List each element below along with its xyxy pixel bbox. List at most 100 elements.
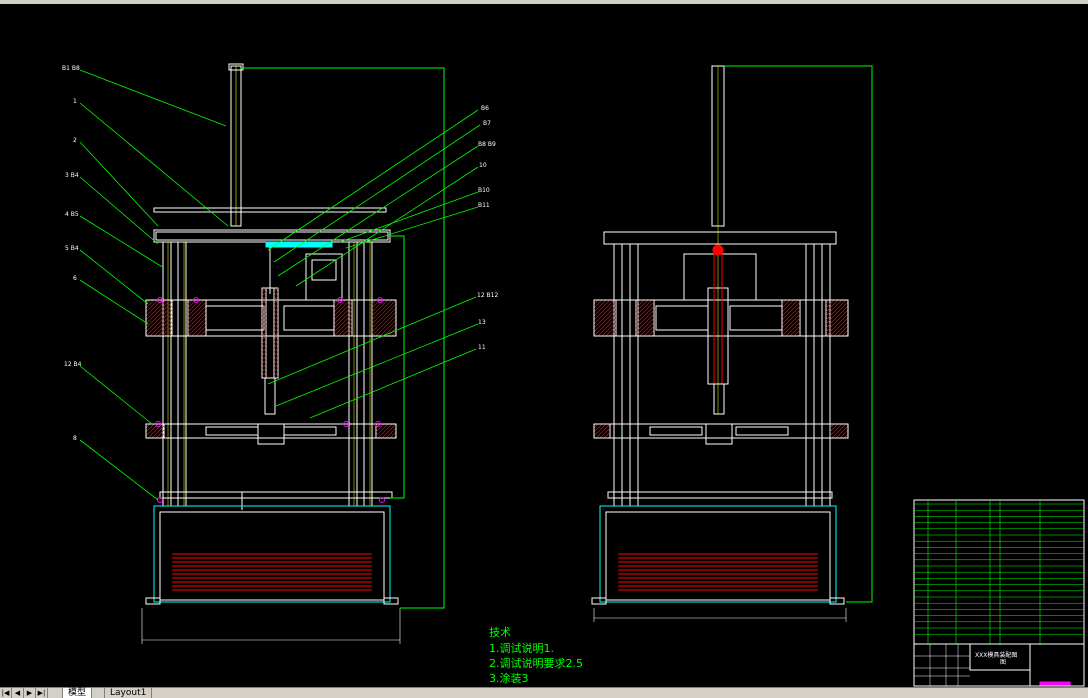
hatch-line xyxy=(825,299,847,321)
hatch-line xyxy=(187,313,207,333)
front-view xyxy=(79,63,481,644)
hatch-line xyxy=(165,329,173,337)
hatch-line xyxy=(273,359,279,365)
base-frame xyxy=(599,505,837,603)
hatch-line xyxy=(371,303,397,329)
guide-column xyxy=(613,243,623,507)
hatch-line xyxy=(273,335,279,341)
hatch-line xyxy=(157,321,173,337)
hatch-line xyxy=(599,427,611,439)
next-tab-button[interactable]: ▶ xyxy=(24,688,36,698)
bolt-marker xyxy=(377,297,383,303)
hatch-line xyxy=(261,315,267,321)
hatch-line xyxy=(261,303,267,309)
leader-line xyxy=(345,206,479,249)
hatch-line xyxy=(371,299,389,317)
hatch-line xyxy=(793,329,801,337)
callout-label: B1 B8 xyxy=(62,65,80,72)
hatch-line xyxy=(379,319,397,337)
drawing-title: XXX模具装配图 xyxy=(975,651,1017,659)
hydraulic-line xyxy=(265,241,333,248)
hatch-line xyxy=(597,317,617,337)
leader-line xyxy=(79,141,159,227)
bolt-marker xyxy=(157,297,163,303)
hatch-line xyxy=(785,321,801,337)
hatch-line xyxy=(273,331,279,337)
hatch-line xyxy=(603,431,611,439)
hatched-section xyxy=(593,299,617,337)
hatch-line xyxy=(275,375,279,379)
hatch-line xyxy=(263,375,267,379)
hatch-line xyxy=(389,431,397,439)
hatched-section xyxy=(145,299,173,337)
first-tab-button[interactable]: |◀ xyxy=(0,688,12,698)
hatch-line xyxy=(371,299,377,305)
motor xyxy=(305,253,343,301)
hatch-line xyxy=(371,307,397,333)
last-tab-button[interactable]: ▶| xyxy=(36,688,48,698)
hatch-line xyxy=(145,423,155,433)
tab-layout1[interactable]: Layout1 xyxy=(104,688,153,698)
hatch-line xyxy=(635,299,641,305)
title-block xyxy=(913,499,1085,687)
layout-tab-bar: |◀ ◀ ▶ ▶| 模型 Layout1 xyxy=(0,687,1088,698)
hatch-line xyxy=(187,299,205,317)
leader-line xyxy=(79,365,153,425)
prev-tab-button[interactable]: ◀ xyxy=(12,688,24,698)
hatch-line xyxy=(825,299,835,309)
top-plate xyxy=(155,231,389,241)
hatched-section xyxy=(145,423,165,439)
callout-label: 5 B4 xyxy=(65,245,79,252)
drawing-canvas[interactable]: B1 B8 1 2 3 B4 4 B5 5 B4 6 12 B4 8 B6 B7… xyxy=(0,4,1088,687)
hatch-line xyxy=(261,307,267,313)
notes-line: 3.涂装3 xyxy=(489,671,529,685)
bed-plate xyxy=(607,491,833,499)
dimension-line xyxy=(724,65,873,603)
hatch-line xyxy=(261,339,267,345)
hatch-line xyxy=(273,347,279,353)
leader-line xyxy=(273,124,481,263)
callout-label: B11 xyxy=(478,202,490,209)
hatch-line xyxy=(825,309,849,333)
hatch-line xyxy=(835,425,849,439)
hatch-line xyxy=(261,371,267,377)
leader-line xyxy=(79,69,227,127)
hatch-line xyxy=(593,299,599,305)
hatch-line xyxy=(375,315,397,337)
tab-model[interactable]: 模型 xyxy=(62,688,93,698)
side-view xyxy=(591,65,873,622)
hatch-line xyxy=(781,313,801,333)
callout-label: 8 xyxy=(73,435,77,442)
hatch-line xyxy=(647,329,655,337)
hatch-line xyxy=(261,335,267,341)
hatched-section xyxy=(371,299,397,337)
guide-column xyxy=(629,243,639,507)
hatch-line xyxy=(145,299,155,309)
callout-label: 10 xyxy=(479,162,487,169)
hatch-line xyxy=(145,423,151,429)
hatch-line xyxy=(841,329,849,337)
hatch-line xyxy=(593,299,603,309)
piston-head-red xyxy=(712,244,724,256)
hatch-line xyxy=(333,299,343,309)
hatch-line xyxy=(273,363,279,369)
callout-label: 12 B12 xyxy=(477,292,498,299)
hatch-line xyxy=(593,313,617,337)
hatch-line xyxy=(261,295,267,301)
bolt-marker xyxy=(155,421,161,427)
callout-label: B10 xyxy=(478,187,490,194)
base-foot xyxy=(145,597,161,605)
base-frame xyxy=(153,505,391,603)
hatch-line xyxy=(635,305,655,325)
plate-cavity xyxy=(649,426,703,436)
hatch-line xyxy=(261,343,267,349)
top-plate xyxy=(603,231,837,245)
lower-plate xyxy=(145,423,397,439)
hatch-line xyxy=(341,325,353,337)
hatch-line xyxy=(273,351,279,357)
hatch-line xyxy=(829,423,839,433)
hatch-line xyxy=(153,317,173,337)
title-cell xyxy=(1029,643,1085,687)
hatched-section xyxy=(825,299,849,337)
window-top-strip xyxy=(0,0,1088,4)
